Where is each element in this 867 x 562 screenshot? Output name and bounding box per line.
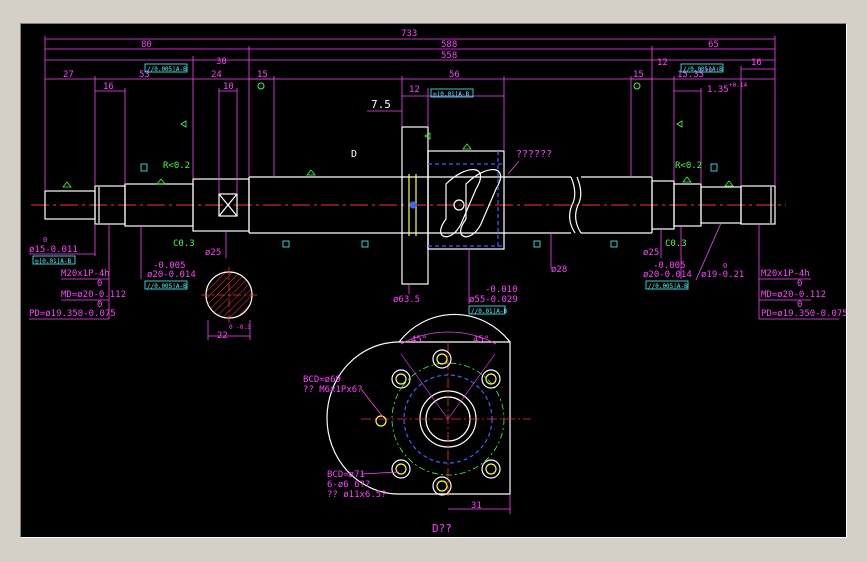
label-thread-right-2: 0 (797, 279, 802, 289)
label-d19: ø19-0.21 (701, 270, 744, 280)
flange-annotations: 45° 45° BCD=ø69 ?? M6x1Px6? BCD=ø71 6-ø6… (303, 335, 489, 535)
label-bcd71: BCD=ø71 (327, 470, 365, 480)
dim-7-5: 7.5 (371, 98, 391, 111)
label-d20-right: ø20-0.014 (643, 270, 692, 280)
dim-53: 53 (139, 70, 150, 80)
datum-markers (140, 163, 718, 248)
label-thread-right-5: PD=ø19.350-0.075 (761, 309, 846, 319)
top-dimension-lines (44, 36, 776, 194)
frame-left-end: ◎|0.01|A-B (35, 258, 72, 265)
tolerance-frames (32, 63, 724, 315)
dim-1-35-tol: +0.14 (729, 82, 747, 89)
dim-733: 733 (401, 29, 417, 39)
label-m6: ?? M6x1Px6? (303, 385, 363, 395)
label-key-width: 22 (217, 331, 228, 341)
label-thread-left-5: PD=ø19.350-0.075 (29, 309, 116, 319)
keyway-section: 22 0 -0.3 (201, 267, 257, 341)
flange-end-view (326, 313, 531, 514)
label-d15-top: 0 (43, 236, 47, 244)
label-d20-right-tol: -0.005 (653, 261, 686, 271)
frame-right-top: //0.005|A-B (683, 66, 723, 73)
dim-24: 24 (211, 70, 222, 80)
leader-lines (29, 160, 839, 320)
dim-588: 588 (441, 40, 457, 50)
dim-12-nut: 12 (409, 85, 420, 95)
ballscrew-drawing: 733 80 588 65 558 27 53 30 24 16 10 15 5… (29, 29, 846, 535)
frame-nut-bottom: //0.01|A-B (471, 308, 508, 315)
dim-15-left: 15 (257, 70, 268, 80)
frame-left-top: //0.005|A-B (147, 66, 187, 73)
label-d: D (351, 149, 357, 160)
dim-10: 10 (223, 82, 234, 92)
dim-27: 27 (63, 70, 74, 80)
bolt-holes (375, 349, 501, 496)
dim-30: 30 (216, 57, 227, 67)
dim-1-35: 1.35 (707, 85, 729, 95)
frame-right-bottom: //0.005|A-B (648, 283, 688, 290)
dim-56: 56 (449, 70, 460, 80)
label-d55-tol: -0.010 (485, 285, 518, 295)
dim-80: 80 (141, 40, 152, 50)
ballnut (401, 126, 505, 285)
label-d63-5: ø63.5 (393, 295, 420, 305)
cad-viewport[interactable]: 733 80 588 65 558 27 53 30 24 16 10 15 5… (20, 23, 847, 538)
tolerance-frame-texts: //0.005|A-B ◎|0.01|A-B //0.005|A-B ◎|0.0… (35, 66, 723, 315)
label-c03-left: C0.3 (173, 239, 195, 249)
label-nut-callout: ?????? (516, 149, 552, 160)
label-d15: ø15-0.011 (29, 245, 78, 255)
label-r-right: R<0.2 (675, 161, 702, 171)
label-flange-31: 31 (471, 501, 482, 511)
label-d20-left: ø20-0.014 (147, 270, 196, 280)
label-thread-right-3: MD=ø20-0.112 (761, 290, 826, 300)
label-thread-left-1: M20x1P-4h (61, 269, 110, 279)
label-d20-left-tol: -0.005 (153, 261, 186, 271)
label-d55: ø55-0.029 (469, 295, 518, 305)
label-thread-right-1: M20x1P-4h (761, 269, 810, 279)
top-dimension-texts: 733 80 588 65 558 27 53 30 24 16 10 15 5… (63, 29, 762, 111)
shaft-annotations: R<0.2 R<0.2 C0.3 C0.3 D ?????? 0 ø15-0.0… (29, 149, 846, 319)
label-thread-left-2: 0 (97, 279, 102, 289)
label-thread-left-4: 0 (97, 300, 102, 310)
dim-16-left: 16 (103, 82, 114, 92)
label-c03-right: C0.3 (665, 239, 687, 249)
label-angle-left: 45° (411, 335, 427, 345)
dim-16-right: 16 (751, 58, 762, 68)
label-d28: ø28 (551, 265, 567, 275)
label-key-tol: 0 -0.3 (229, 324, 251, 331)
frame-left-bottom: //0.005|A-B (147, 283, 187, 290)
dim-15-35: 15.35 (677, 70, 704, 80)
label-thread-left-3: MD=ø20-0.112 (61, 290, 126, 300)
frame-nut-top: ◎|0.01|A-B (433, 91, 470, 98)
label-angle-right: 45° (473, 335, 489, 345)
dim-558: 558 (441, 51, 457, 61)
label-d25-right: ø25 (643, 248, 659, 258)
dim-65: 65 (708, 40, 719, 50)
label-thread-right-4: 0 (797, 300, 802, 310)
dim-15-35-tol: +0.1 (705, 67, 720, 74)
dim-15-right: 15 (633, 70, 644, 80)
label-view: D?? (432, 522, 452, 535)
label-bcd69: BCD=ø69 (303, 375, 341, 385)
label-d25-left: ø25 (205, 248, 221, 258)
label-r-left: R<0.2 (163, 161, 190, 171)
dim-12-right: 12 (657, 58, 668, 68)
label-holes: 6-ø6 6?? (327, 480, 370, 490)
label-cbore: ?? ø11x6.5? (327, 490, 387, 500)
surface-finish-marks (62, 120, 734, 188)
label-d19-top: 0 (723, 262, 727, 270)
concentricity-marks (257, 82, 641, 90)
